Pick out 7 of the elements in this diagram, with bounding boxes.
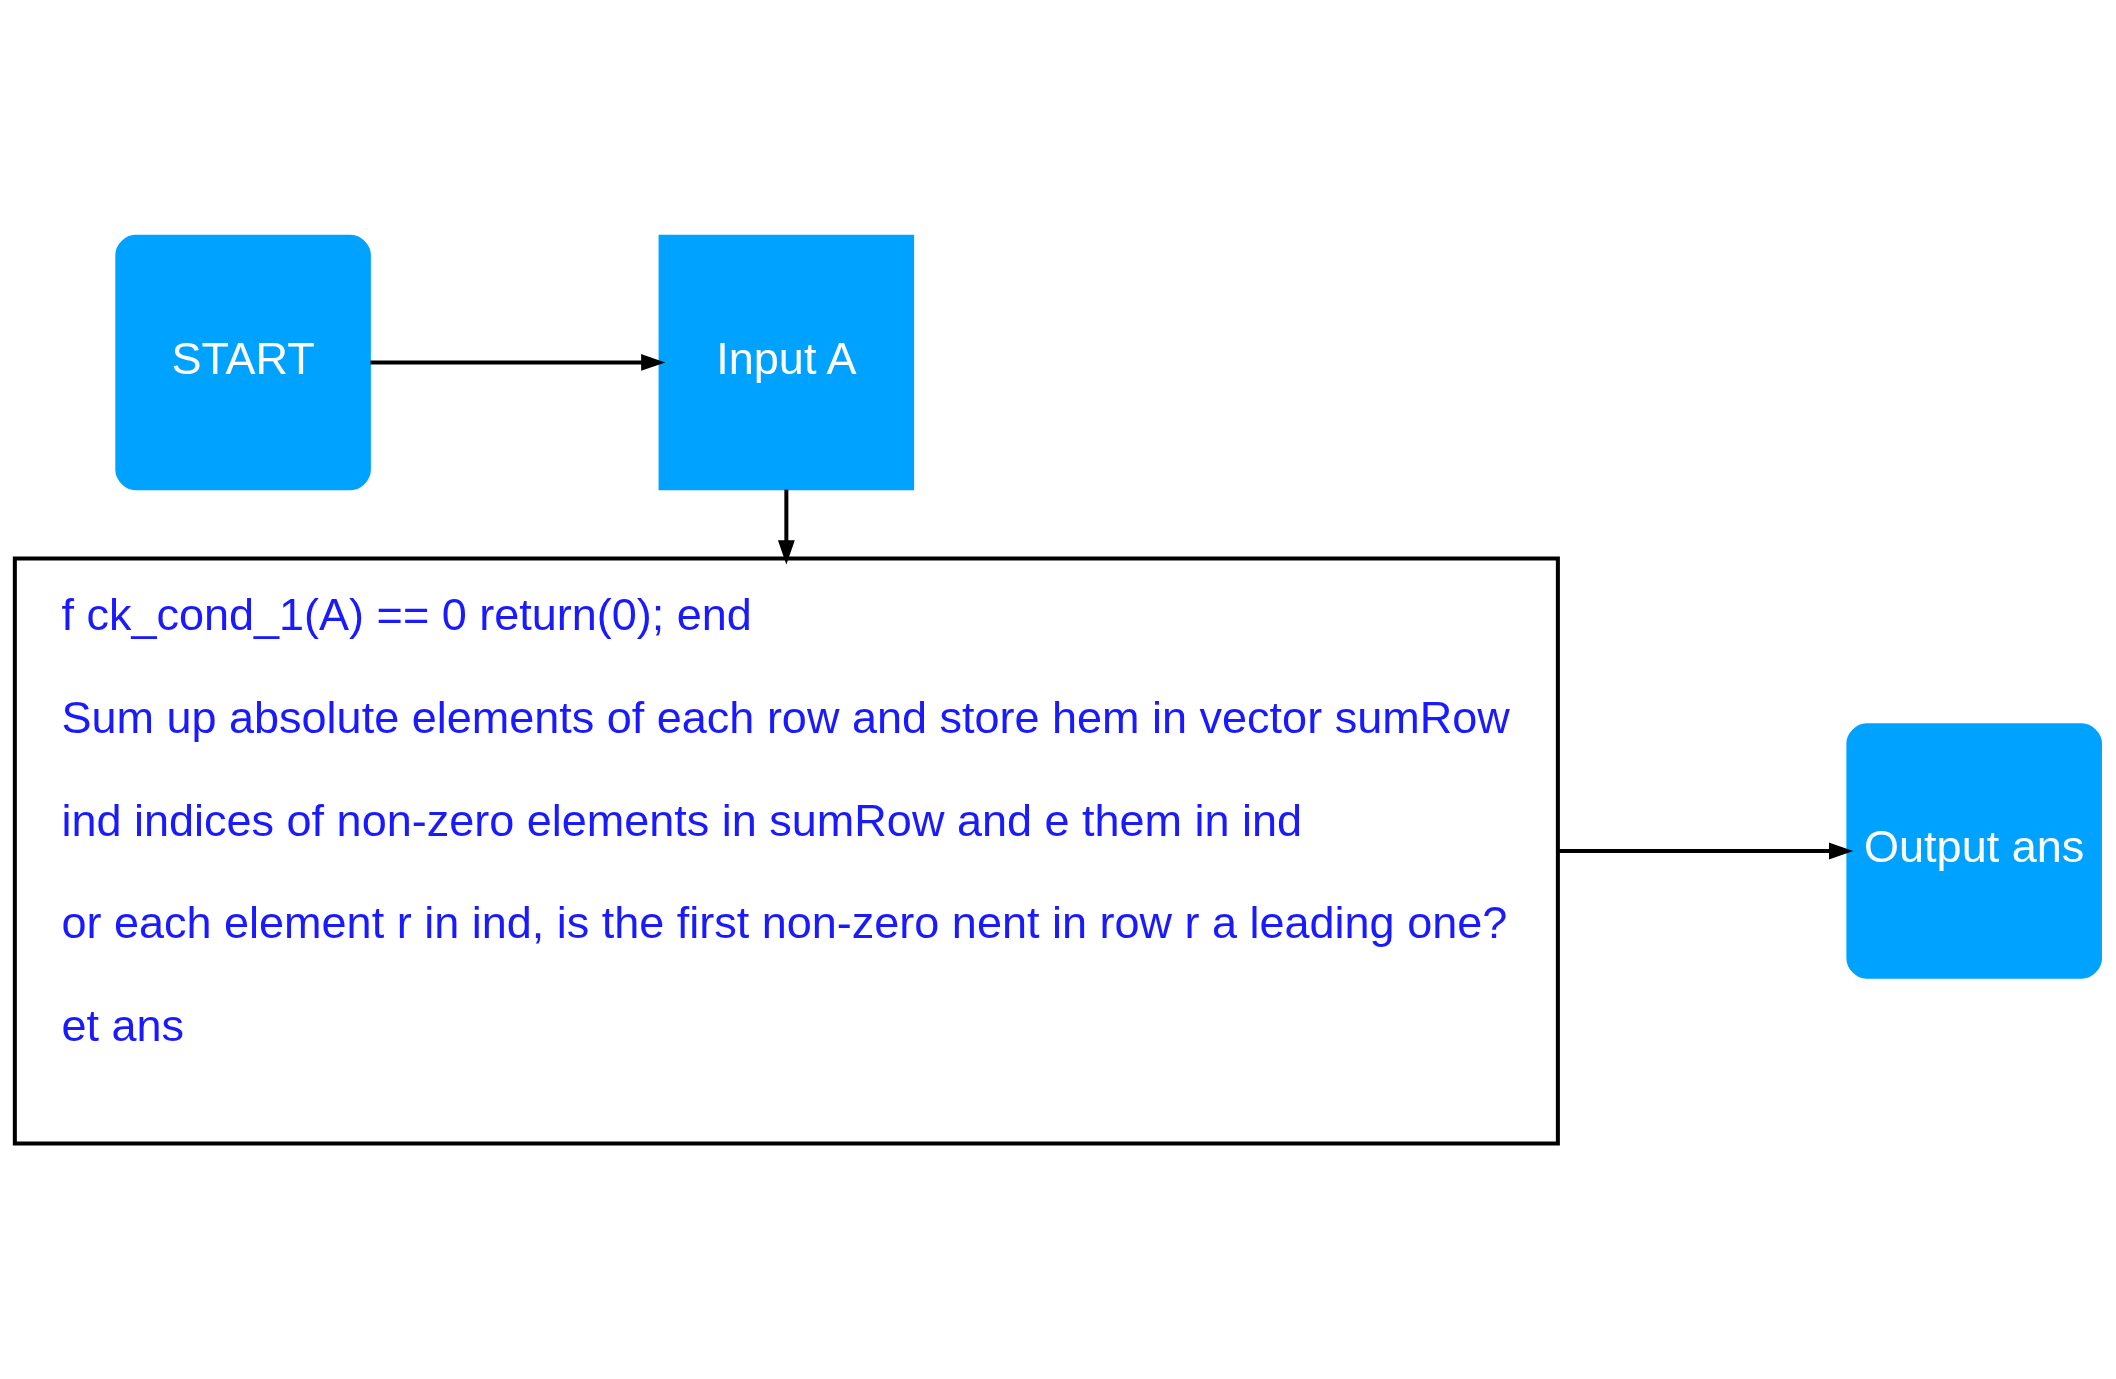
node-box: f ck_cond_1(A) == 0 return(0); end Sum up absolute elements of each row and store hem in vector sumRow ind indices of non-zero elements in sumRow and e them in ind or each element r in ind, is the first non-zero nent in row r a leading one? et ans <box>12 556 1560 1146</box>
arrow <box>777 489 795 565</box>
node-box: START <box>115 234 371 491</box>
arrow <box>1558 842 1854 860</box>
node-box: Input A <box>658 234 915 491</box>
arrow <box>370 353 666 371</box>
node-box: Output ans <box>1846 723 2102 979</box>
